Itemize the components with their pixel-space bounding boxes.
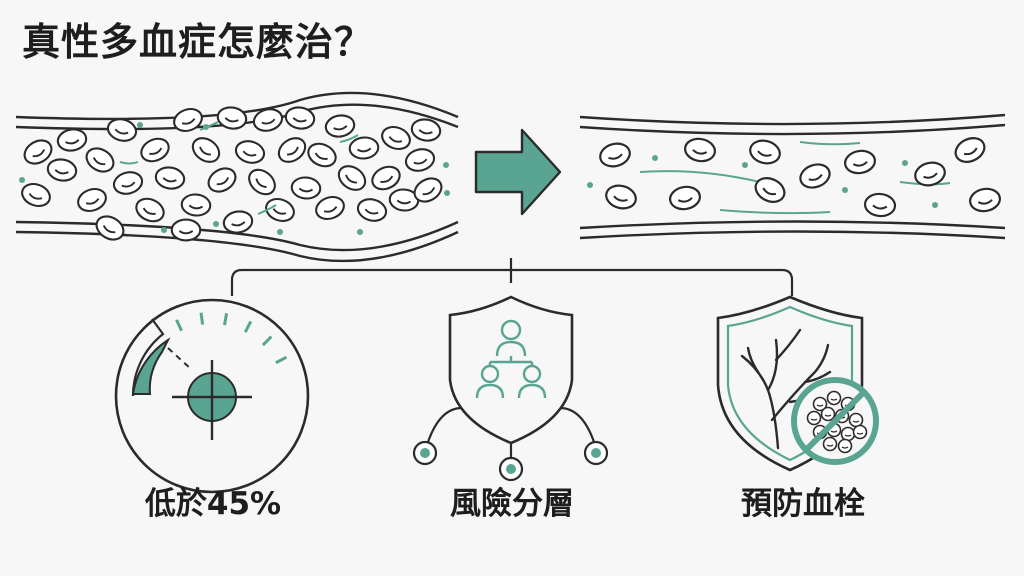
shield-no-clot-icon xyxy=(716,295,879,472)
red-blood-cell xyxy=(354,195,390,225)
platelet-dot xyxy=(277,229,283,235)
red-blood-cell xyxy=(203,162,241,198)
platelet-dot xyxy=(19,177,25,183)
platelet-dot xyxy=(932,202,938,208)
red-blood-cell xyxy=(73,184,111,216)
red-blood-cell xyxy=(221,208,255,236)
label-hematocrit-target: 低於45% xyxy=(144,486,282,522)
red-blood-cell xyxy=(682,135,718,165)
platelet-dot xyxy=(444,190,450,196)
label-prevent-thrombosis: 預防血栓 xyxy=(741,486,865,522)
red-blood-cell xyxy=(45,156,79,184)
crowded-blood-vessel xyxy=(15,91,459,263)
red-blood-cell xyxy=(667,183,703,213)
platelet-dot xyxy=(137,122,143,128)
red-blood-cell xyxy=(91,210,129,246)
sparse-red-blood-cells xyxy=(587,132,1003,219)
red-blood-cell xyxy=(409,116,443,144)
red-blood-cell xyxy=(303,138,341,172)
platelet-dot xyxy=(443,162,449,168)
label-risk-stratification: 風險分層 xyxy=(450,486,574,522)
red-blood-cell xyxy=(323,112,357,140)
red-blood-cell xyxy=(131,193,169,227)
red-blood-cell xyxy=(602,181,640,213)
red-blood-cell xyxy=(377,122,415,154)
red-blood-cell xyxy=(170,218,202,242)
dense-red-blood-cells xyxy=(17,104,450,246)
red-blood-cell xyxy=(187,132,225,168)
red-blood-cell xyxy=(311,192,349,224)
shield-people-hierarchy-icon xyxy=(412,295,609,482)
red-blood-cell xyxy=(289,175,323,201)
red-blood-cell xyxy=(179,192,213,218)
red-blood-cell xyxy=(367,161,405,195)
red-blood-cell xyxy=(215,104,249,132)
platelet-dot xyxy=(213,221,219,227)
red-blood-cell xyxy=(347,135,381,161)
red-blood-cell xyxy=(746,136,784,168)
red-blood-cell xyxy=(55,126,89,154)
red-blood-cell xyxy=(596,139,634,171)
platelet-dot xyxy=(161,227,167,233)
red-blood-cell xyxy=(232,137,268,167)
red-blood-cell xyxy=(950,132,990,168)
red-blood-cell xyxy=(17,179,55,211)
red-blood-cell xyxy=(796,159,834,193)
platelet-dot xyxy=(742,162,748,168)
platelet-dot xyxy=(357,229,363,235)
red-blood-cell xyxy=(136,133,174,167)
red-blood-cell xyxy=(81,142,119,178)
red-blood-cell xyxy=(402,145,438,175)
red-blood-cell xyxy=(967,185,1003,215)
platelet-dot xyxy=(902,160,908,166)
platelet-dot xyxy=(652,155,658,161)
hematocrit-gauge-target-icon xyxy=(114,298,310,494)
platelet-dot xyxy=(587,182,593,188)
red-blood-cell xyxy=(104,115,140,145)
arrow-right-icon xyxy=(474,128,562,216)
thinned-blood-vessel xyxy=(579,113,1006,240)
red-blood-cell xyxy=(273,132,311,168)
red-blood-cell xyxy=(169,104,207,136)
red-blood-cell xyxy=(750,172,790,208)
red-blood-cell xyxy=(842,147,878,177)
platelet-dot xyxy=(842,187,848,193)
page-title: 真性多血症怎麼治？ xyxy=(22,20,374,64)
red-blood-cell xyxy=(862,191,898,219)
red-blood-cell xyxy=(110,168,146,198)
red-blood-cell xyxy=(243,163,281,201)
red-blood-cell xyxy=(333,160,371,196)
red-blood-cell xyxy=(153,164,187,192)
connector-lines xyxy=(230,258,794,296)
